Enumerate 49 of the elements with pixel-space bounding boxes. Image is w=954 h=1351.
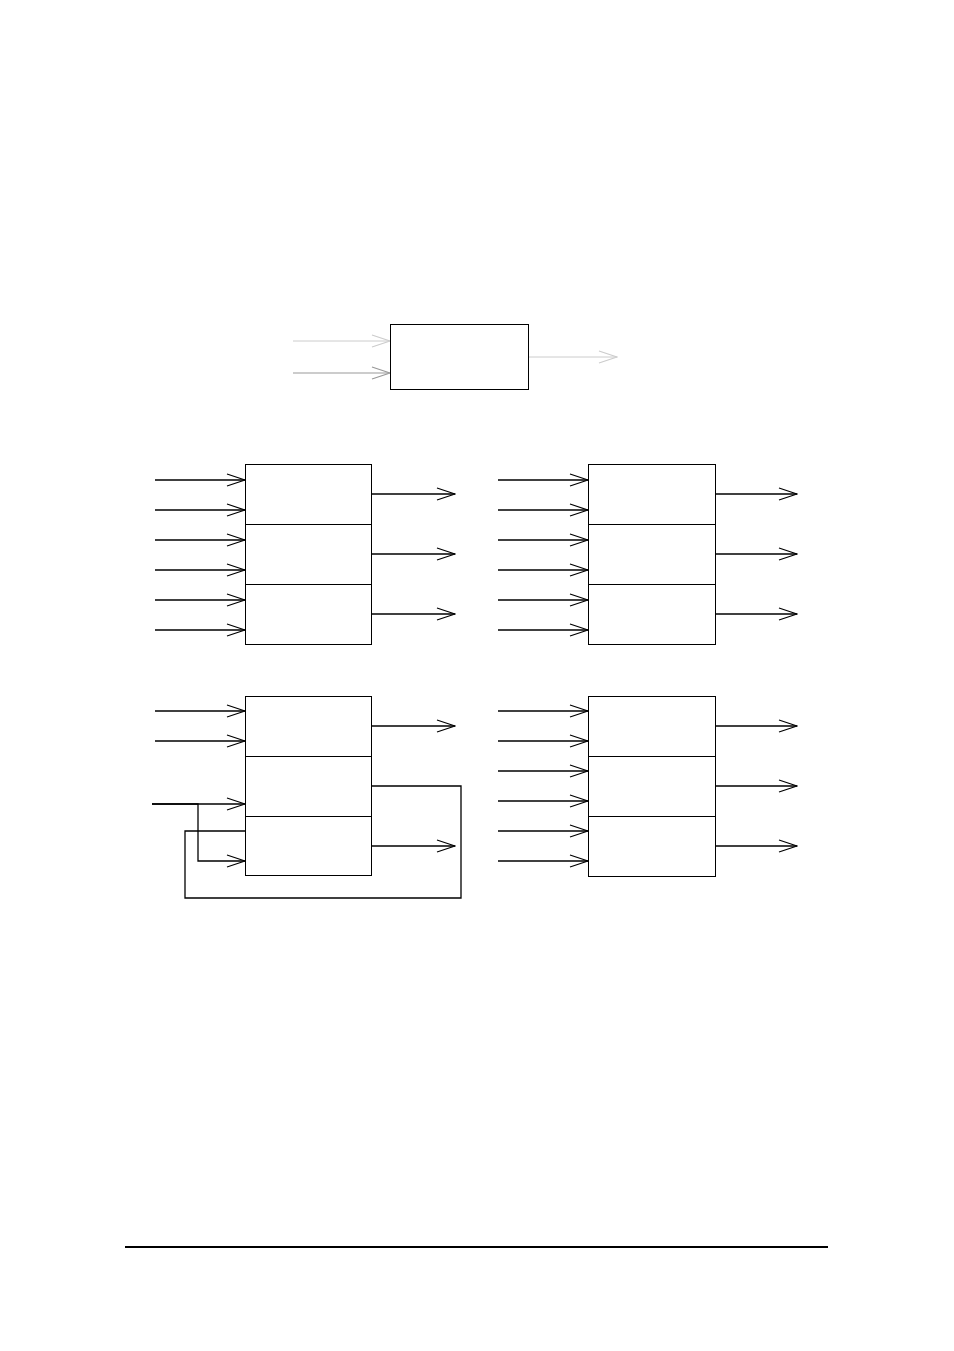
arrow [371,487,456,501]
arrow [715,607,798,621]
arrow [154,704,246,718]
arrow [154,563,246,577]
arrow [497,593,589,607]
process-box [245,756,372,817]
process-box [588,524,716,585]
arrow [371,607,456,621]
connector-line [184,785,462,899]
arrow [715,839,798,853]
arrow [154,734,246,748]
arrow [154,623,246,637]
arrow [154,593,246,607]
arrow [497,794,589,808]
process-box [588,816,716,877]
arrow [497,764,589,778]
process-box [245,696,372,757]
arrow [371,839,456,853]
arrow [715,547,798,561]
arrow [497,533,589,547]
process-box [588,696,716,757]
arrow [497,704,589,718]
arrow [154,533,246,547]
arrow [151,803,246,868]
arrow [715,487,798,501]
arrow [154,503,246,517]
process-box [588,584,716,645]
arrow [497,824,589,838]
process-box [245,816,372,876]
arrow [497,734,589,748]
arrow [497,473,589,487]
arrow [292,366,391,380]
process-box [588,464,716,525]
arrow [497,563,589,577]
arrow [371,547,456,561]
process-box [245,524,372,585]
arrow [497,854,589,868]
arrow [371,719,456,733]
arrow [715,719,798,733]
arrow [292,334,391,348]
process-box [390,324,529,390]
process-box [245,584,372,645]
arrow [715,779,798,793]
arrow [497,623,589,637]
arrow [497,503,589,517]
arrow [528,350,618,364]
process-box [588,756,716,817]
arrow [154,473,246,487]
process-box [245,464,372,525]
